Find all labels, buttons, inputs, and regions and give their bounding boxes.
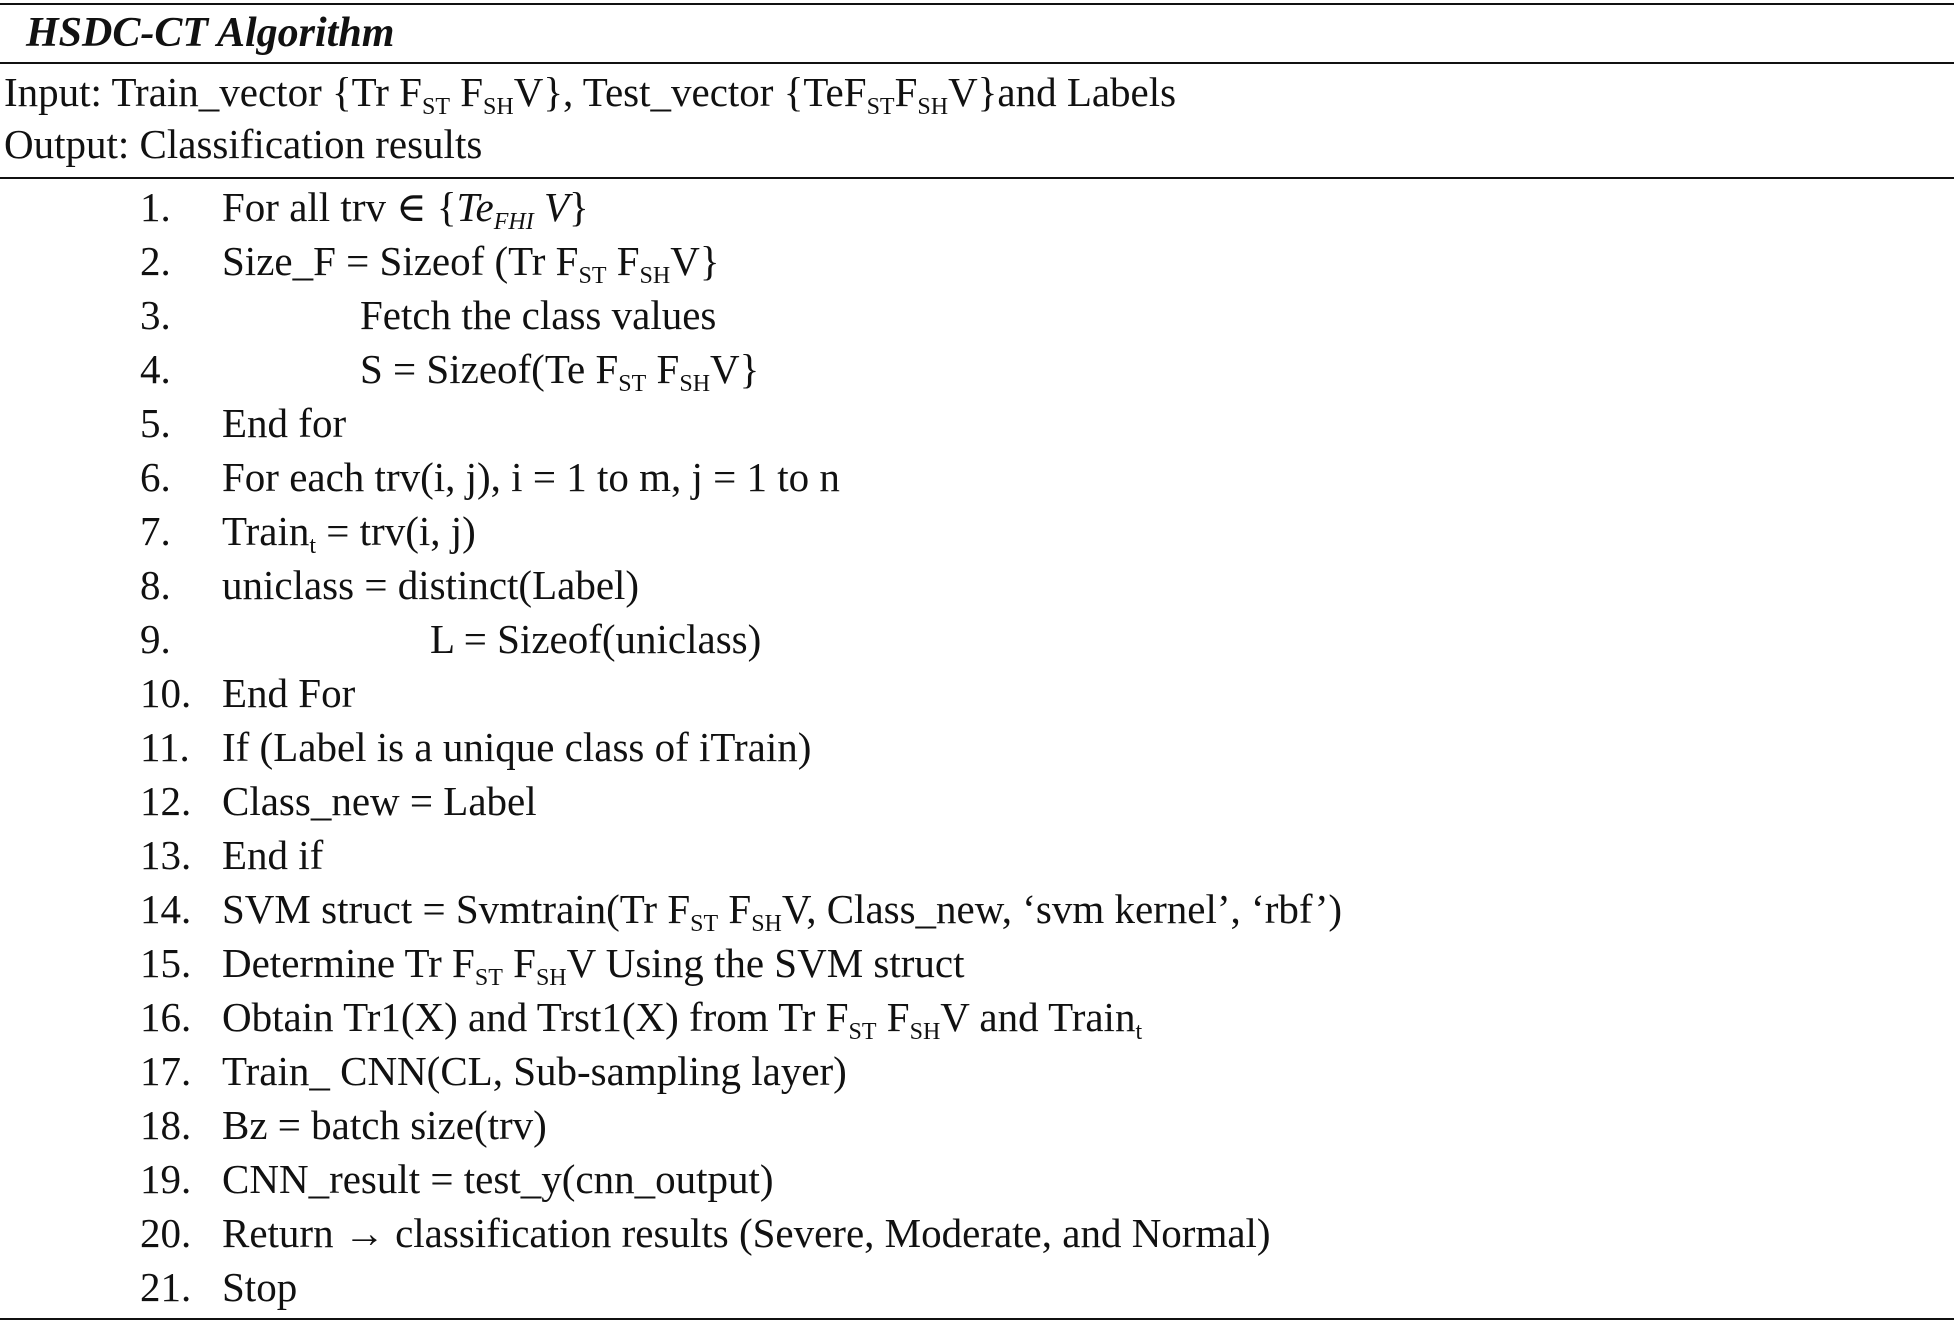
algorithm-step: 19. CNN_result = test_y(cnn_output) [0,1152,1954,1206]
step-text: Train_ CNN(CL, Sub-sampling layer) [222,1048,847,1094]
algorithm-title: HSDC-CT Algorithm [26,10,395,56]
algorithm-steps: 1. For all trv ∈ {TeFHI V} 2. Size_F = S… [0,180,1954,1314]
step-number: 1. [140,184,171,230]
algorithm-step: 13. End if [0,828,1954,882]
step-number: 9. [140,616,171,662]
step-text: For each trv(i, j), i = 1 to m, j = 1 to… [222,454,840,500]
bottom-rule [0,1318,1954,1320]
step-text: Size_F = Sizeof (Tr FST FSHV} [222,238,720,289]
step-text: End if [222,832,324,878]
step-text: If (Label is a unique class of iTrain) [222,724,812,770]
input-line: Input: Train_vector {Tr FST FSHV}, Test_… [4,69,1177,120]
algorithm-step: 17. Train_ CNN(CL, Sub-sampling layer) [0,1044,1954,1098]
algorithm-step: 9. L = Sizeof(uniclass) [0,612,1954,666]
step-text: Obtain Tr1(X) and Trst1(X) from Tr FST F… [222,994,1143,1045]
step-text: S = Sizeof(Te FST FSHV} [360,346,760,397]
step-number: 3. [140,292,171,338]
title-rule [0,62,1954,64]
step-number: 15. [140,940,192,986]
algorithm-step: 14. SVM struct = Svmtrain(Tr FST FSHV, C… [0,882,1954,936]
step-text: End for [222,400,347,446]
algorithm-step: 16. Obtain Tr1(X) and Trst1(X) from Tr F… [0,990,1954,1044]
algorithm-step: 2. Size_F = Sizeof (Tr FST FSHV} [0,234,1954,288]
algorithm-step: 20. Return → classification results (Sev… [0,1206,1954,1260]
algorithm-step: 5. End for [0,396,1954,450]
step-number: 6. [140,454,171,500]
step-text: Stop [222,1264,298,1310]
output-line: Output: Classification results [4,121,483,167]
step-number: 7. [140,508,171,554]
algorithm-step: 21. Stop [0,1260,1954,1314]
top-rule [0,3,1954,5]
algorithm-step: 8. uniclass = distinct(Label) [0,558,1954,612]
step-number: 14. [140,886,192,932]
step-text: Class_new = Label [222,778,537,824]
step-number: 16. [140,994,192,1040]
algorithm-step: 3. Fetch the class values [0,288,1954,342]
step-number: 20. [140,1210,192,1256]
step-text: Bz = batch size(trv) [222,1102,547,1148]
step-number: 13. [140,832,192,878]
step-number: 4. [140,346,171,392]
step-text: CNN_result = test_y(cnn_output) [222,1156,774,1202]
algorithm-step: 6. For each trv(i, j), i = 1 to m, j = 1… [0,450,1954,504]
step-number: 2. [140,238,171,284]
algorithm-step: 1. For all trv ∈ {TeFHI V} [0,180,1954,234]
step-text: L = Sizeof(uniclass) [430,616,762,662]
step-text: Fetch the class values [360,292,717,338]
step-text: For all trv ∈ {TeFHI V} [222,184,589,235]
algorithm-step: 15. Determine Tr FST FSHV Using the SVM … [0,936,1954,990]
step-text: Determine Tr FST FSHV Using the SVM stru… [222,940,965,991]
step-number: 5. [140,400,171,446]
algorithm-step: 7. Traint = trv(i, j) [0,504,1954,558]
step-text: uniclass = distinct(Label) [222,562,640,608]
step-number: 12. [140,778,192,824]
step-number: 10. [140,670,192,716]
step-number: 17. [140,1048,192,1094]
algorithm-step: 18. Bz = batch size(trv) [0,1098,1954,1152]
step-text: SVM struct = Svmtrain(Tr FST FSHV, Class… [222,886,1343,937]
step-number: 11. [140,724,190,770]
algorithm-step: 10. End For [0,666,1954,720]
algorithm-step: 11. If (Label is a unique class of iTrai… [0,720,1954,774]
step-number: 21. [140,1264,192,1310]
step-number: 8. [140,562,171,608]
step-number: 19. [140,1156,192,1202]
io-rule [0,177,1954,179]
algorithm-step: 4. S = Sizeof(Te FST FSHV} [0,342,1954,396]
step-text: Return → classification results (Severe,… [222,1210,1271,1256]
step-number: 18. [140,1102,192,1148]
step-text: Traint = trv(i, j) [222,508,476,559]
step-text: End For [222,670,356,716]
algorithm-step: 12. Class_new = Label [0,774,1954,828]
